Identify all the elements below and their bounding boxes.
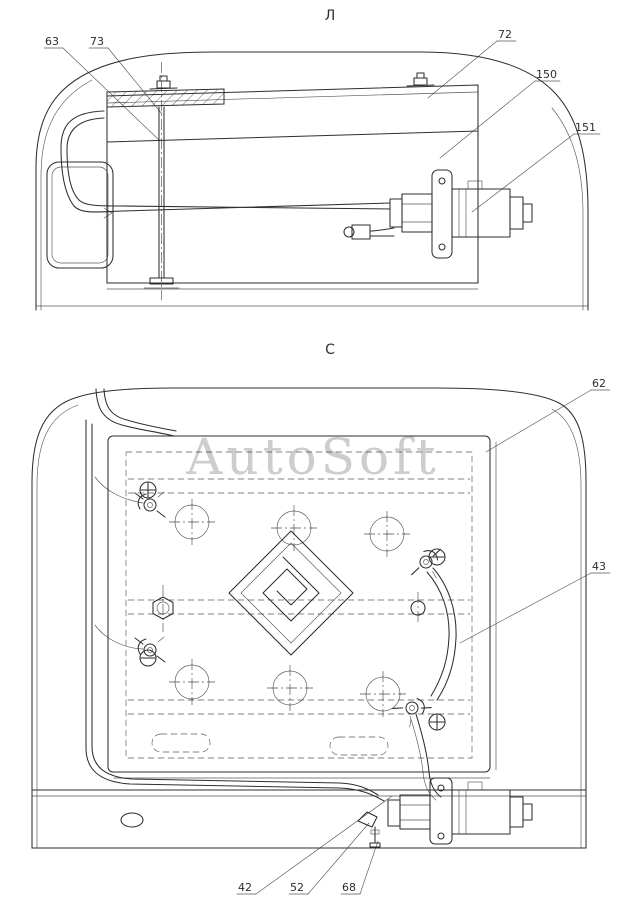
callout-72-label: 72 [498,28,512,41]
switch-top-nub [467,180,483,190]
callout-62-label: 62 [592,377,606,390]
switch-tip-2 [522,803,533,821]
cable-fitting-2 [399,794,431,830]
callout-52-label: 52 [290,881,304,894]
cover-bolt-right [406,72,435,87]
clamp-hardware [152,585,426,632]
battery-master-switch-bottom [357,777,533,848]
callout-42-label: 42 [238,881,252,894]
cab-outline-inner-left [40,79,93,311]
battery-master-switch-side [343,169,533,259]
view-top-L: Л [35,8,601,311]
switch-body [451,188,511,238]
polarity-symbols [139,481,446,731]
body-outline-top-view [31,387,587,849]
lead-plug-knob [343,226,355,238]
callout-43-leader [459,572,592,644]
callout-63: 63 [43,35,161,142]
callout-150: 150 [439,68,561,159]
cover-bracket-hatched [106,88,225,108]
switch-end-cap-2 [509,796,524,828]
lower-lead-top [369,227,395,232]
bracket-bolt-bottom [438,243,446,251]
cable-43-inner [426,571,450,697]
battery-cell-caps [169,499,410,717]
view-bottom-C: С AutoSoft [31,342,611,895]
battery-cables-top-view [85,388,457,802]
cable-fitting [401,193,433,233]
battery-box-outline [107,435,491,773]
callout-68-label: 68 [342,881,356,894]
cab-outline-inner-right [551,107,584,311]
view-title-C: С [325,342,335,358]
switch-body-2 [451,789,511,835]
side-cable-outer [85,419,385,802]
side-door-panel [46,161,114,269]
callout-73-label: 73 [90,35,104,48]
callout-151-label: 151 [575,121,596,134]
callout-62: 62 [485,377,611,453]
callout-151: 151 [471,121,601,213]
fitting-nut-2 [387,799,401,827]
hold-down-frame-hidden [127,478,471,756]
cable-43-outer [432,567,457,701]
callout-43: 43 [459,560,611,644]
switch-bracket-plate [431,169,453,259]
callout-52: 52 [288,822,370,895]
frame-oval-hole [120,812,144,828]
plus-terminal-symbol-bottom [428,713,446,731]
lead-plug [351,224,371,240]
cab-outline-path [35,51,589,311]
callout-150-leader [439,80,536,159]
battery-hidden-outline [125,451,473,759]
battery-cable-run-side [60,110,391,213]
callout-43-label: 43 [592,560,606,573]
bolt-68-nut [370,829,380,835]
callout-63-leader [62,47,161,142]
minus-terminal-symbol-left [139,649,157,667]
callout-68: 68 [340,840,379,895]
brand-diamond-logo [228,530,354,656]
switch-end-cap [509,196,524,230]
callout-72: 72 [427,28,517,99]
logo-spiral [262,556,320,622]
callout-73: 73 [88,35,163,115]
callout-72-leader [427,40,498,99]
side-cable-inner [91,423,379,796]
callout-68-leader [359,840,379,895]
cable-to-switch [415,713,442,798]
handle-cutout-left [151,733,211,753]
fitting-nut [389,198,403,228]
callout-42-leader [255,795,393,895]
battery-box-top-view [107,435,497,779]
terminal-clamp-mid-right [411,544,442,580]
cab-outline-side-view [35,51,589,311]
hold-down-rod [143,62,180,300]
plus-terminal-symbol-top [139,481,157,499]
switch-tip [522,203,533,223]
view-title-L: Л [325,8,336,24]
callout-150-label: 150 [536,68,557,81]
handle-cutout-right [329,736,389,756]
bracket-bolt-top [438,177,446,185]
cover-bolt-left [149,75,178,90]
bolt-68-head [369,842,381,848]
callout-73-leader [107,47,163,115]
callout-42: 42 [236,795,393,895]
callout-52-leader [307,822,370,895]
watermark: AutoSoft [185,428,439,486]
terminal-clamps [134,491,442,729]
terminal-clamp-bottom-right [392,688,433,729]
callout-62-leader [485,389,592,453]
battery-cover-assembly [106,72,479,290]
door-latch-hook [103,207,113,219]
terminal-clamp-top-left [134,491,166,518]
callout-63-label: 63 [45,35,59,48]
callout-151-leader [471,133,575,213]
